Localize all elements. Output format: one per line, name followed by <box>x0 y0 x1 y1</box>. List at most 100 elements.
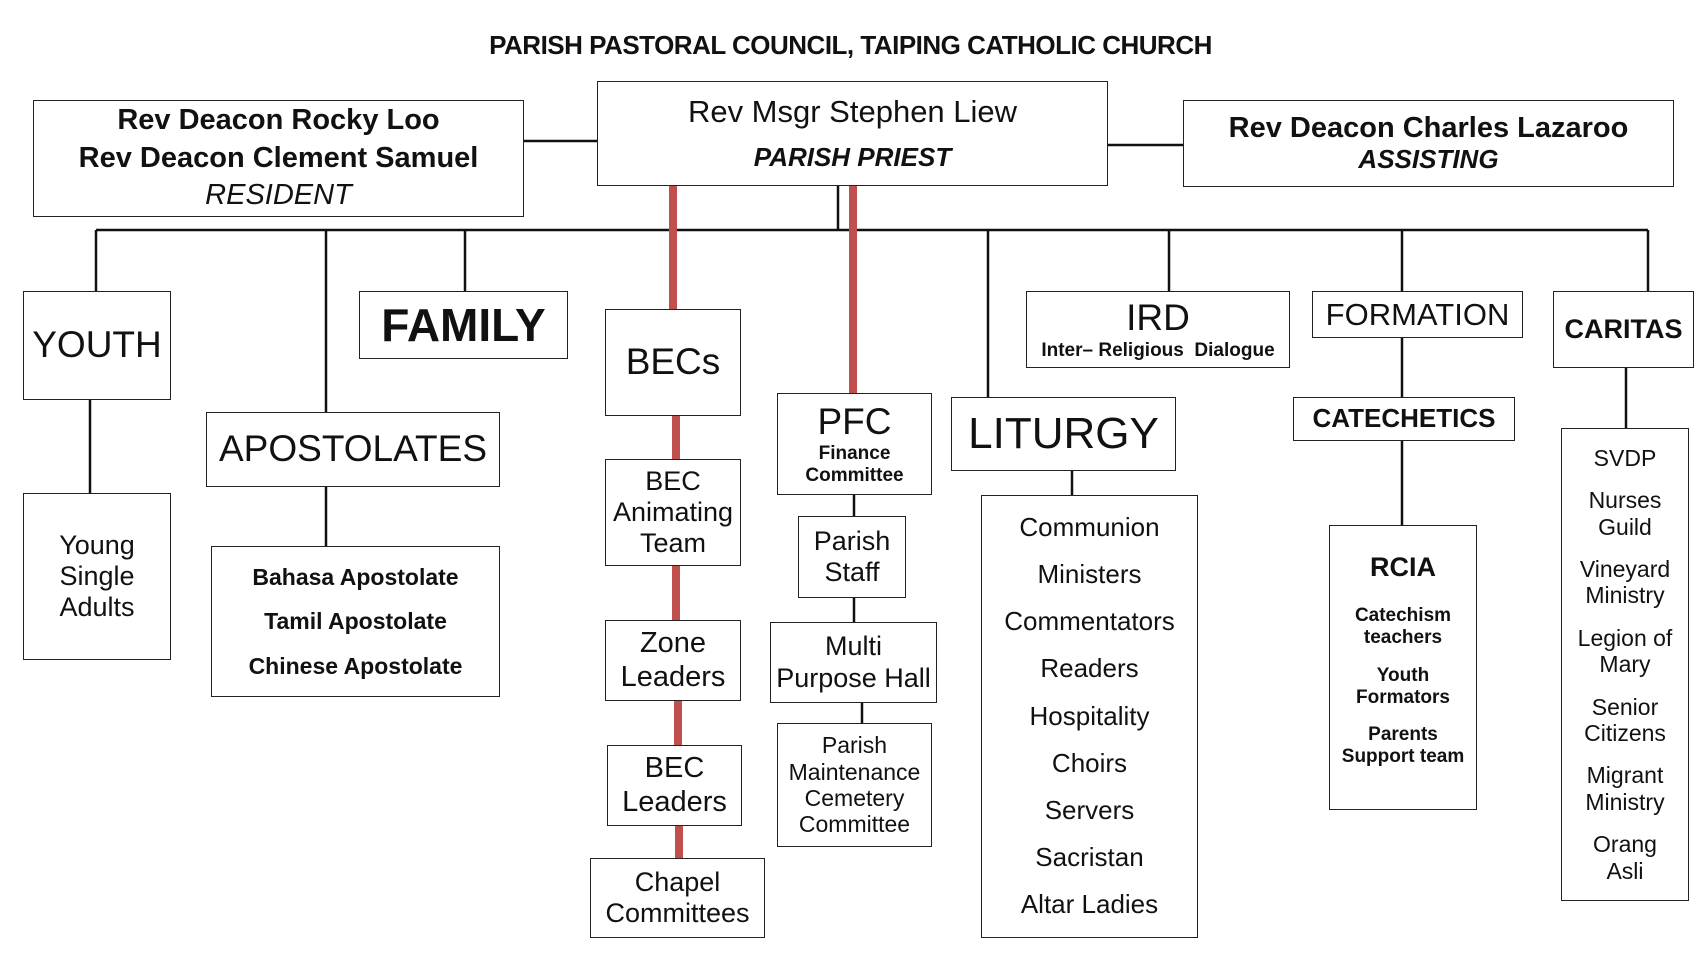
caritas-vineyard-2: Ministry <box>1585 582 1665 609</box>
assisting-role: ASSISTING <box>1358 144 1499 175</box>
caritas-item-legion: Legion of Mary <box>1578 625 1673 678</box>
pfc-sub-2: Committee <box>805 465 904 487</box>
caritas-item-nurses: Nurses Guild <box>1589 487 1662 540</box>
ird-label: IRD <box>1126 297 1190 339</box>
parish-maint-2: Maintenance <box>788 758 921 785</box>
priest-name: Rev Msgr Stephen Liew <box>687 93 1018 129</box>
youth-sub-3: Adults <box>59 592 135 623</box>
chapel-committees-1: Chapel <box>634 866 721 897</box>
bec-leaders-2: Leaders <box>622 785 727 818</box>
caritas-orang-1: Orang <box>1593 831 1657 858</box>
caritas-legion-1: Legion of <box>1577 624 1673 651</box>
resident-line1: Rev Deacon Rocky Loo <box>117 104 440 137</box>
zone-leaders-box: Zone Leaders <box>605 620 741 701</box>
youth-label: YOUTH <box>32 324 162 366</box>
parish-staff-1: Parish <box>813 525 891 556</box>
bec-animating-3: Team <box>639 528 707 559</box>
parish-staff-box: Parish Staff <box>798 516 906 598</box>
caritas-nurses-1: Nurses <box>1588 487 1662 514</box>
catechetics-box: CATECHETICS <box>1293 397 1515 441</box>
liturgy-item-communion: Communion <box>1019 511 1160 542</box>
caritas-item-vineyard: Vineyard Ministry <box>1580 556 1670 609</box>
apostolates-list: Bahasa Apostolate Tamil Apostolate Chine… <box>211 546 500 697</box>
caritas-orang-2: Asli <box>1606 857 1644 884</box>
catechetics-label: CATECHETICS <box>1312 403 1496 434</box>
resident-box: Rev Deacon Rocky Loo Rev Deacon Clement … <box>33 100 524 217</box>
multi-purpose-hall-2: Purpose Hall <box>776 662 931 693</box>
parish-maint-3: Cemetery <box>804 785 905 811</box>
bec-animating-team-box: BEC Animating Team <box>605 459 741 566</box>
bec-animating-1: BEC <box>645 465 701 496</box>
rcia-item-3a: Parents <box>1368 724 1438 746</box>
apostolates-box: APOSTOLATES <box>206 412 500 487</box>
liturgy-item-servers: Servers <box>1044 794 1135 825</box>
parish-maintenance-box: Parish Maintenance Cemetery Committee <box>777 723 932 847</box>
assisting-box: Rev Deacon Charles Lazaroo ASSISTING <box>1183 100 1674 187</box>
caritas-box: CARITAS <box>1553 291 1694 368</box>
parish-maint-1: Parish <box>821 732 888 759</box>
youth-box: YOUTH <box>23 291 171 400</box>
liturgy-box: LITURGY <box>951 397 1176 471</box>
liturgy-item-readers: Readers <box>1040 653 1139 684</box>
caritas-label: CARITAS <box>1564 313 1683 344</box>
rcia-item-2a: Youth <box>1376 664 1430 686</box>
liturgy-label: LITURGY <box>968 408 1159 458</box>
apostolate-item-bahasa: Bahasa Apostolate <box>252 563 459 590</box>
zone-leaders-1: Zone <box>639 627 707 660</box>
rcia-item-3b: Support team <box>1341 746 1465 768</box>
rcia-item-2b: Formators <box>1356 686 1450 708</box>
caritas-vineyard-1: Vineyard <box>1579 556 1671 583</box>
caritas-migrant-1: Migrant <box>1586 762 1664 789</box>
chapel-committees-2: Committees <box>605 898 750 928</box>
liturgy-item-altar-ladies: Altar Ladies <box>1020 889 1159 920</box>
liturgy-item-choirs: Choirs <box>1051 747 1128 778</box>
family-label: FAMILY <box>381 298 546 351</box>
caritas-nurses-2: Guild <box>1598 513 1652 540</box>
caritas-list: SVDP Nurses Guild Vineyard Ministry Legi… <box>1561 428 1689 901</box>
ird-sub: Inter– Religious Dialogue <box>1041 339 1275 361</box>
rcia-box: RCIA Catechism teachers Youth Formators … <box>1329 525 1477 810</box>
caritas-senior-1: Senior <box>1591 693 1659 720</box>
rcia-item-1a: Catechism <box>1354 605 1452 627</box>
family-box: FAMILY <box>359 291 568 359</box>
caritas-item-senior: Senior Citizens <box>1584 694 1666 747</box>
caritas-item-migrant: Migrant Ministry <box>1585 762 1664 815</box>
parish-priest-box: Rev Msgr Stephen Liew PARISH PRIEST <box>597 81 1108 186</box>
bec-leaders-1: BEC <box>644 752 705 785</box>
pfc-label: PFC <box>817 400 892 442</box>
caritas-senior-2: Citizens <box>1584 720 1666 746</box>
caritas-legion-2: Mary <box>1599 651 1651 678</box>
liturgy-item-hospitality: Hospitality <box>1029 700 1150 731</box>
youth-sub-1: Young <box>59 529 135 560</box>
apostolate-item-tamil: Tamil Apostolate <box>264 608 447 635</box>
rcia-item-1b: teachers <box>1363 626 1443 648</box>
caritas-item-svdp: SVDP <box>1594 445 1657 471</box>
pfc-box: PFC Finance Committee <box>777 393 932 495</box>
resident-role: RESIDENT <box>205 179 352 212</box>
pfc-sub-1: Finance <box>818 443 891 465</box>
caritas-svdp-1: SVDP <box>1593 444 1657 471</box>
liturgy-item-commentators: Commentators <box>1004 606 1175 637</box>
becs-box: BECs <box>605 309 741 416</box>
zone-leaders-2: Leaders <box>620 660 726 693</box>
apostolates-label: APOSTOLATES <box>219 428 487 470</box>
ird-box: IRD Inter– Religious Dialogue <box>1026 291 1290 368</box>
priest-role: PARISH PRIEST <box>753 142 952 173</box>
resident-line2: Rev Deacon Clement Samuel <box>78 141 479 174</box>
apostolate-item-chinese: Chinese Apostolate <box>248 652 463 679</box>
chapel-committees-box: Chapel Committees <box>590 858 765 938</box>
formation-label: FORMATION <box>1325 296 1510 332</box>
liturgy-item-sacristan: Sacristan <box>1035 842 1144 873</box>
bec-leaders-box: BEC Leaders <box>607 745 742 826</box>
becs-label: BECs <box>625 341 721 383</box>
multi-purpose-hall-1: Multi <box>824 631 882 662</box>
youth-sub-2: Single <box>59 560 135 591</box>
liturgy-list: Communion Ministers Commentators Readers… <box>981 495 1198 938</box>
young-single-adults-box: Young Single Adults <box>23 493 171 660</box>
formation-box: FORMATION <box>1312 291 1523 338</box>
chart-title: PARISH PASTORAL COUNCIL, TAIPING CATHOLI… <box>489 30 1212 60</box>
caritas-migrant-2: Ministry <box>1585 788 1665 815</box>
parish-staff-2: Staff <box>824 557 880 587</box>
parish-maint-4: Committee <box>798 811 911 838</box>
